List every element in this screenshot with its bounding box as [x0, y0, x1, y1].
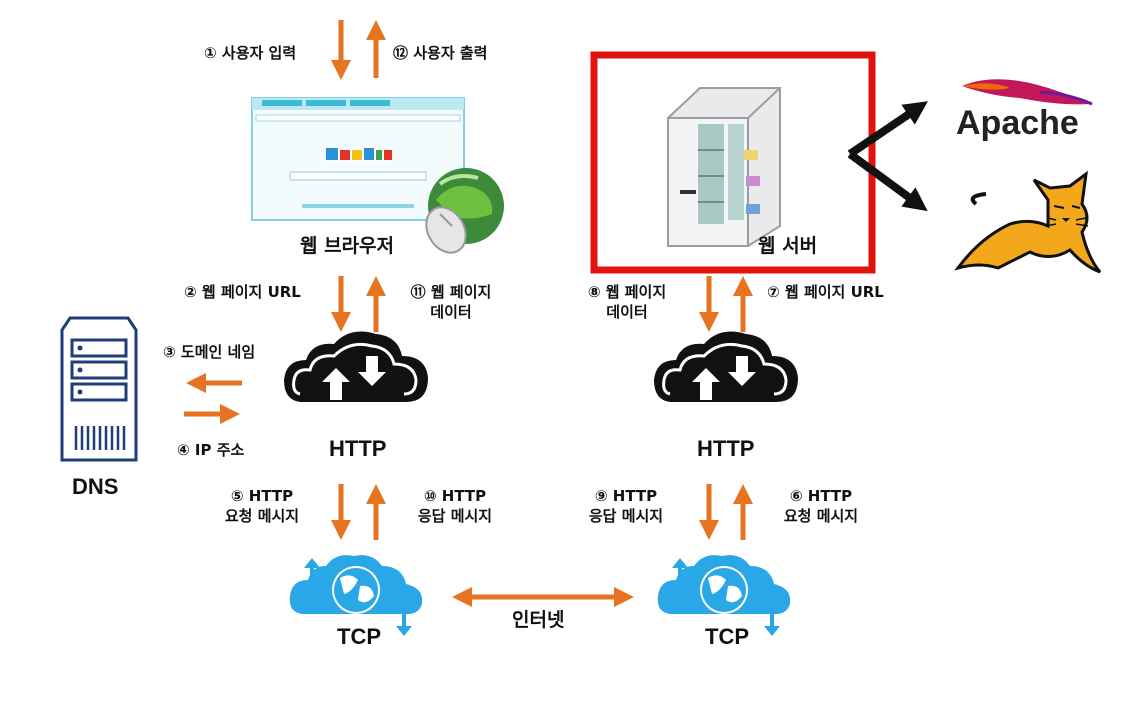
step12-label: ⑫ 사용자 출력	[393, 44, 488, 62]
step8-line2: 데이터	[606, 303, 648, 321]
tcp-left-title: TCP	[337, 624, 381, 649]
step9-label: ⑨ HTTP 응답 메시지	[577, 486, 675, 526]
step11-line1: ⑪ 웹 페이지	[410, 283, 492, 301]
tcp-globe-cloud-icon	[289, 555, 423, 636]
step8-line1: ⑧ 웹 페이지	[587, 283, 667, 301]
browser-window-icon	[251, 97, 465, 221]
step11-label: ⑪ 웹 페이지 데이터	[402, 282, 500, 322]
web-server-title: 웹 서버	[758, 235, 818, 257]
browser-http-arrows	[331, 276, 386, 332]
globe-mouse-icon	[425, 168, 504, 254]
user-io-arrows	[331, 20, 386, 80]
http-tcp-arrows	[331, 484, 753, 540]
step6-line1: ⑥ HTTP	[789, 487, 853, 505]
step3-label: ③ 도메인 네임	[163, 343, 256, 361]
step2-label: ② 웹 페이지 URL	[184, 283, 301, 301]
step4-label: ④ IP 주소	[177, 441, 245, 459]
step5-line1: ⑤ HTTP	[230, 487, 294, 505]
apache-feather-icon	[962, 79, 1093, 106]
step10-label: ⑩ HTTP 응답 메시지	[406, 486, 504, 526]
dns-server-icon	[60, 316, 138, 462]
http-left-title: HTTP	[329, 436, 387, 461]
tomcat-cat-icon	[954, 170, 1102, 274]
step9-line1: ⑨ HTTP	[594, 487, 658, 505]
tcp-right-title: TCP	[705, 624, 749, 649]
internet-label: 인터넷	[512, 609, 565, 631]
step6-line2: 요청 메시지	[783, 507, 859, 525]
server-software-arrows	[847, 101, 928, 212]
server-tower-icon	[667, 87, 781, 247]
web-browser-title: 웹 브라우저	[300, 235, 395, 257]
http-cloud-icon	[654, 331, 798, 402]
step10-line1: ⑩ HTTP	[423, 487, 487, 505]
http-cloud-icon	[284, 331, 428, 402]
step5-line2: 요청 메시지	[224, 507, 300, 525]
step6-label: ⑥ HTTP 요청 메시지	[773, 486, 869, 526]
step9-line2: 응답 메시지	[588, 507, 664, 525]
tcp-globe-cloud-icon	[657, 555, 791, 636]
http-right-title: HTTP	[697, 436, 755, 461]
dns-arrows	[184, 373, 242, 424]
step10-line2: 응답 메시지	[417, 507, 493, 525]
apache-logo-text: Apache	[956, 104, 1079, 142]
step8-label: ⑧ 웹 페이지 데이터	[578, 282, 676, 322]
server-http-arrows	[699, 276, 753, 332]
step1-label: ① 사용자 입력	[204, 44, 297, 62]
dns-title: DNS	[72, 474, 119, 499]
step7-label: ⑦ 웹 페이지 URL	[767, 283, 884, 301]
step11-line2: 데이터	[430, 303, 472, 321]
step5-label: ⑤ HTTP 요청 메시지	[214, 486, 310, 526]
